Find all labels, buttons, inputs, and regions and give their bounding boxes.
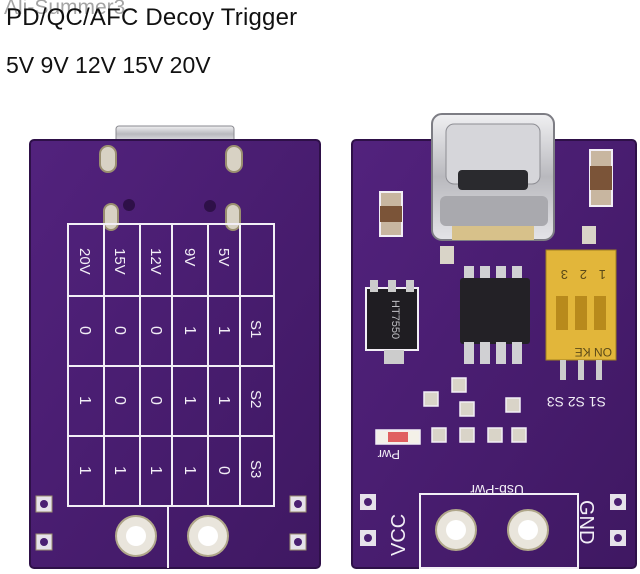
row-label-s3: S3: [247, 460, 264, 478]
regulator-marking: HT7550: [389, 300, 401, 339]
voltage-table-grid: [67, 223, 275, 507]
smd-pads: [375, 377, 527, 445]
cell-s1-5v: 1: [215, 326, 232, 335]
switch-table-values: 1 1 0 0 0 1 1 0 0 1 0 1 1 1 1: [76, 326, 232, 475]
cell-s3-15v: 1: [111, 466, 128, 475]
cell-s1-9v: 1: [181, 326, 198, 335]
cell-s3-5v: 0: [215, 466, 232, 475]
gnd-label: GND: [575, 500, 597, 544]
dip-number-1: 1: [599, 267, 606, 282]
dip-number-2: 2: [580, 267, 587, 282]
cell-s2-15v: 0: [111, 396, 128, 405]
trigger-ic: [460, 266, 530, 364]
col-header-15v: 15V: [111, 248, 128, 275]
top-capacitors: [379, 149, 613, 264]
vcc-label: VCC: [388, 514, 410, 556]
cell-s3-12v: 1: [147, 466, 164, 475]
left-bottom-pads: [35, 495, 307, 568]
right-bottom-terminals: [360, 493, 626, 569]
col-header-20v: 20V: [76, 248, 93, 275]
watermark: Ali-Summer3: [4, 0, 126, 19]
switch-labels: S1 S2 S3: [547, 394, 606, 410]
cell-s1-20v: 0: [76, 326, 93, 335]
usb-pwr-label: Usb-Pwr: [470, 482, 524, 498]
cell-s3-20v: 1: [76, 466, 93, 475]
product-subtitle: 5V 9V 12V 15V 20V: [6, 52, 211, 78]
col-header-5v: 5V: [215, 248, 232, 266]
row-label-s2: S2: [247, 390, 264, 408]
cell-s2-5v: 1: [215, 396, 232, 405]
cell-s1-15v: 0: [111, 326, 128, 335]
dip-switch: 1 2 3 ON KE: [545, 249, 617, 380]
dip-number-3: 3: [561, 267, 568, 282]
product-title: PD/QC/AFC Decoy Trigger: [6, 4, 298, 31]
right-pcb-board: HT7550 1 2 3 ON KE S1: [351, 113, 637, 569]
dip-on-label: ON KE: [575, 345, 612, 359]
voltage-regulator: HT7550: [365, 280, 419, 364]
left-pcb-board: 5V 9V 12V 15V 20V S1 S2 S3 1 1 0 0 0 1 1…: [29, 125, 321, 569]
switch-row-labels: S1 S2 S3: [247, 320, 264, 478]
cell-s2-12v: 0: [147, 396, 164, 405]
cell-s3-9v: 1: [181, 466, 198, 475]
col-header-12v: 12V: [147, 248, 164, 275]
row-label-s1: S1: [247, 320, 264, 338]
pwr-label: Pwr: [377, 447, 400, 462]
cell-s2-9v: 1: [181, 396, 198, 405]
cell-s1-12v: 0: [147, 326, 164, 335]
col-header-9v: 9V: [181, 248, 198, 266]
cell-s2-20v: 1: [76, 396, 93, 405]
voltage-column-headers: 5V 9V 12V 15V 20V: [76, 248, 232, 275]
usb-c-connector: [431, 113, 555, 241]
